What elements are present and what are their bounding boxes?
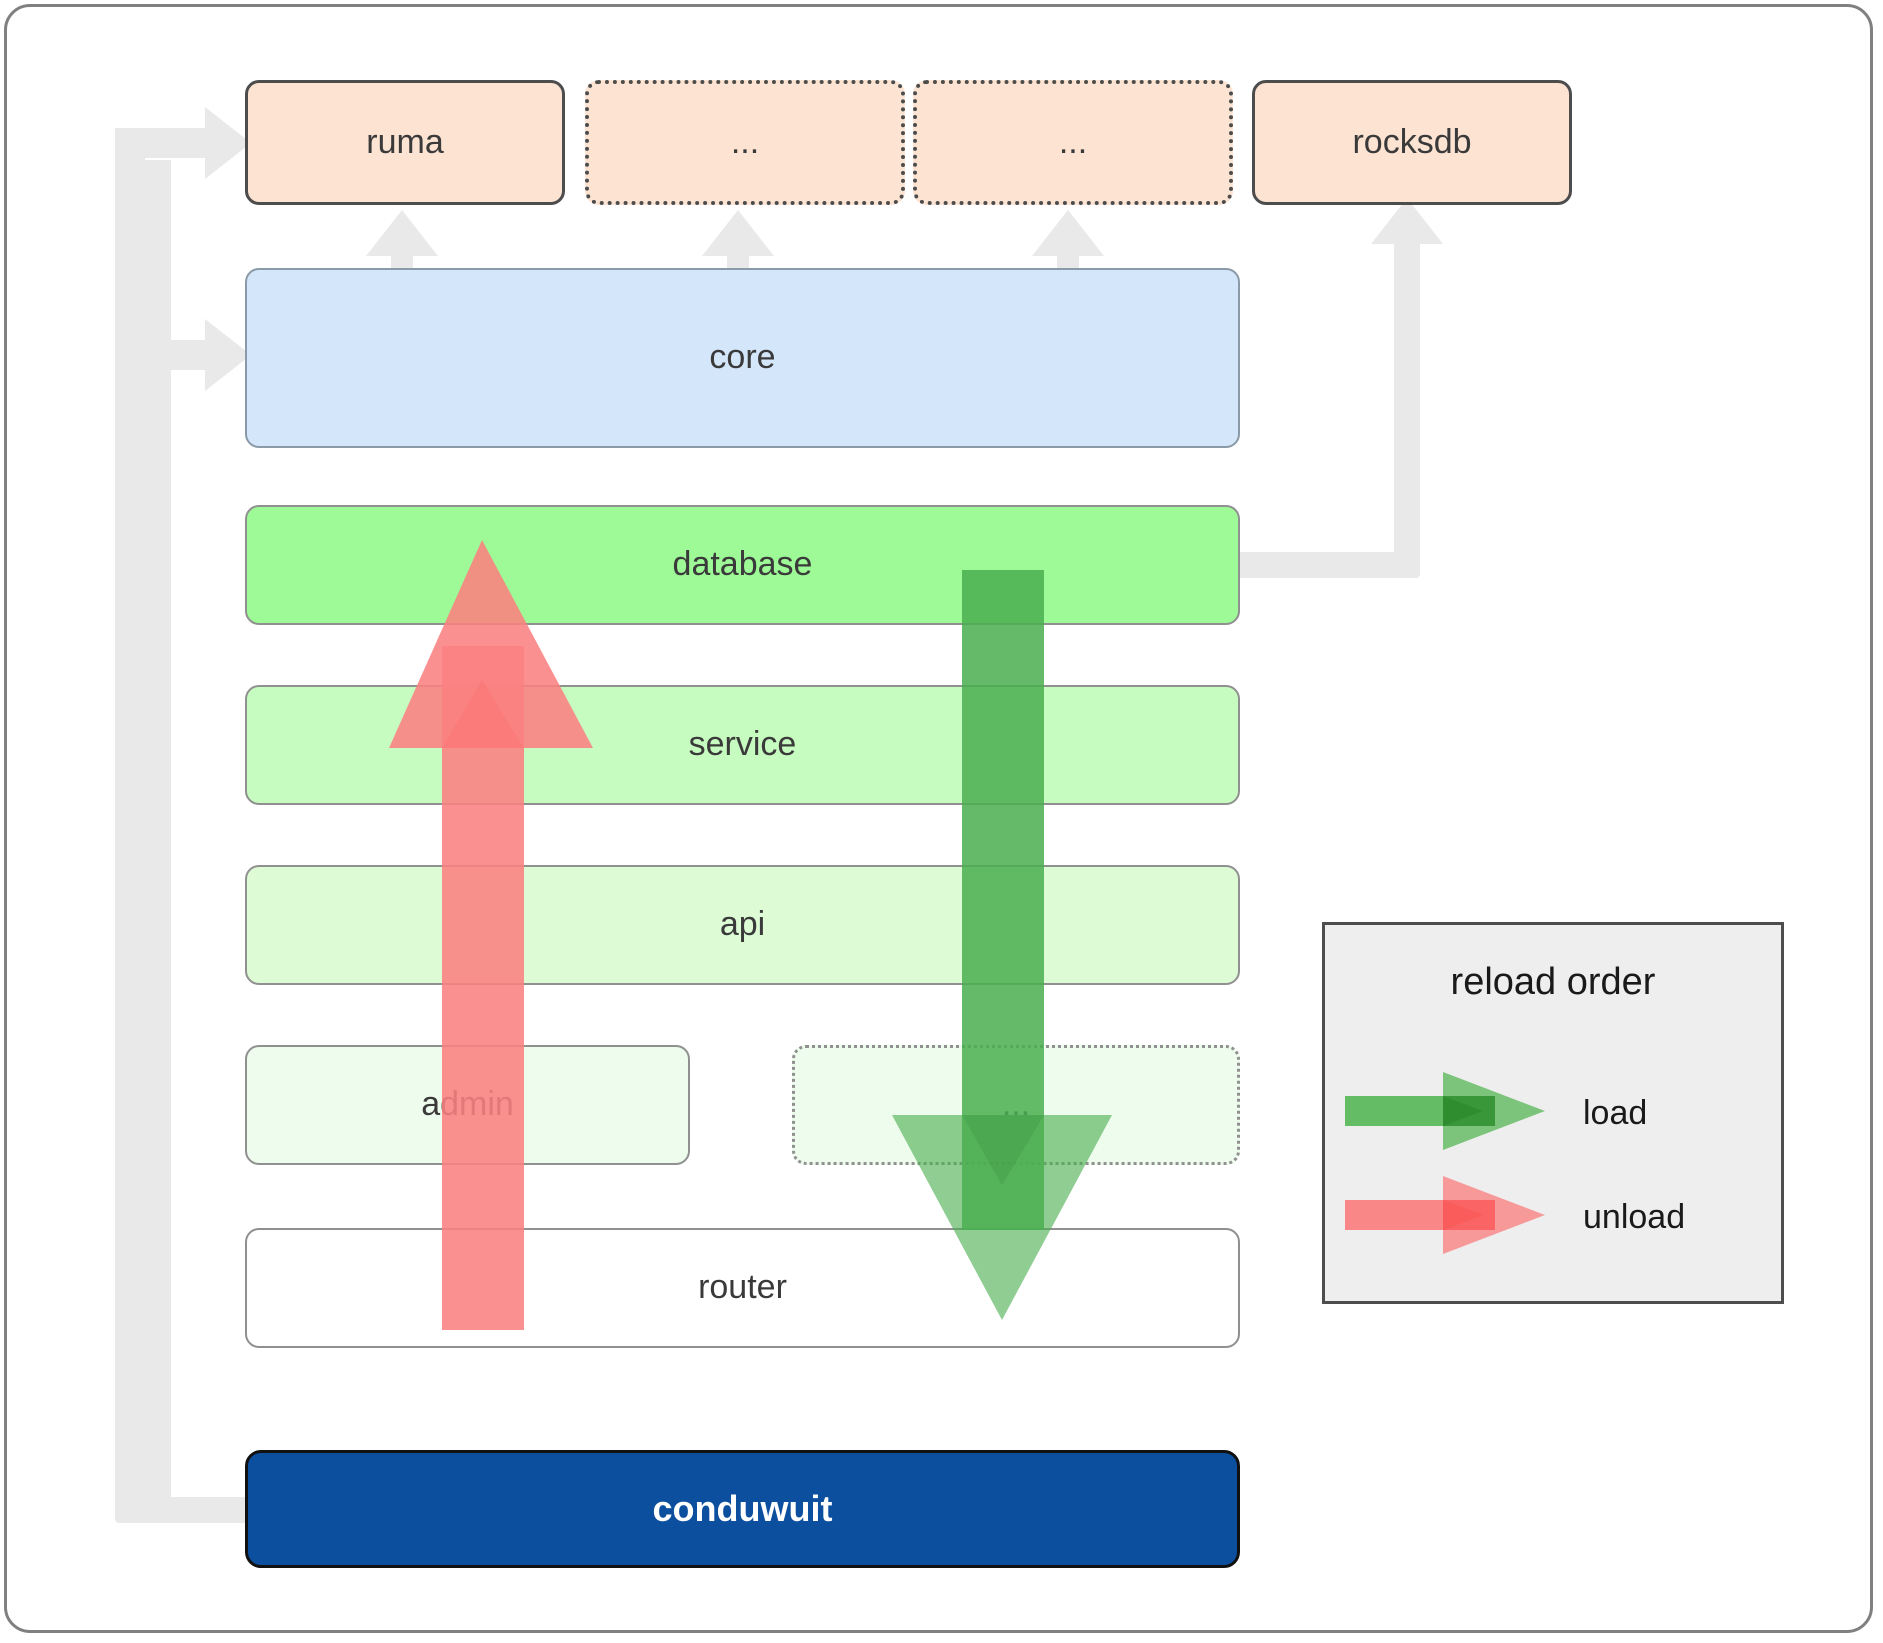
connector-trunk-outer	[115, 128, 145, 1521]
load-legend-icon	[1345, 1071, 1557, 1155]
legend-load-label: load	[1583, 1093, 1648, 1132]
connector-arrowhead-core	[205, 319, 251, 391]
node-core-label: core	[709, 338, 776, 377]
unload-legend-icon	[1345, 1175, 1557, 1259]
connector-core-to-dots1-head	[702, 210, 774, 256]
node-dots-2-label: ...	[1058, 122, 1088, 161]
node-rocksdb-label: rocksdb	[1352, 122, 1472, 161]
node-conduwuit[interactable]: conduwuit	[245, 1450, 1240, 1568]
connector-db-to-rocksdb-head	[1371, 198, 1443, 244]
node-api-label: api	[719, 905, 766, 944]
load-arrow-head-shape	[892, 1115, 1112, 1320]
connector-conduwuit-stub	[115, 1497, 250, 1523]
unload-arrow-shaft-shape	[442, 646, 524, 1330]
node-router-label: router	[698, 1268, 787, 1307]
unload-arrow	[380, 540, 600, 1330]
node-ruma-label: ruma	[366, 122, 444, 161]
connector-core-to-dots2-head	[1032, 210, 1104, 256]
node-rocksdb[interactable]: rocksdb	[1252, 80, 1572, 205]
node-core[interactable]: core	[245, 268, 1240, 448]
unload-arrow-head-shape	[389, 540, 593, 748]
connector-db-to-rocksdb-horiz	[1220, 552, 1420, 578]
node-router[interactable]: router	[245, 1228, 1240, 1348]
node-dots-1[interactable]: ...	[585, 80, 905, 205]
node-ruma[interactable]: ruma	[245, 80, 565, 205]
legend-unload-label: unload	[1583, 1197, 1686, 1236]
connector-arrowhead-ruma	[205, 107, 251, 179]
node-dots-2[interactable]: ...	[913, 80, 1233, 205]
legend-panel: reload order load u	[1322, 922, 1784, 1304]
legend-row-unload: unload	[1345, 1175, 1765, 1259]
node-conduwuit-label: conduwuit	[652, 1488, 833, 1530]
node-database[interactable]: database	[245, 505, 1240, 625]
load-arrow-notch-shape	[962, 1115, 1044, 1185]
connector-db-to-rocksdb-vert	[1394, 240, 1420, 570]
node-api[interactable]: api	[245, 865, 1240, 985]
node-database-label: database	[672, 545, 813, 584]
unload-arrow-notch-shape	[442, 680, 524, 748]
legend-row-load: load	[1345, 1071, 1765, 1155]
load-arrow	[880, 570, 1112, 1330]
legend-title: reload order	[1450, 961, 1656, 1003]
node-dots-1-label: ...	[730, 122, 760, 161]
connector-core-to-ruma-head	[366, 210, 438, 256]
node-service-label: service	[688, 725, 797, 764]
connector-trunk-inner	[145, 160, 171, 1500]
